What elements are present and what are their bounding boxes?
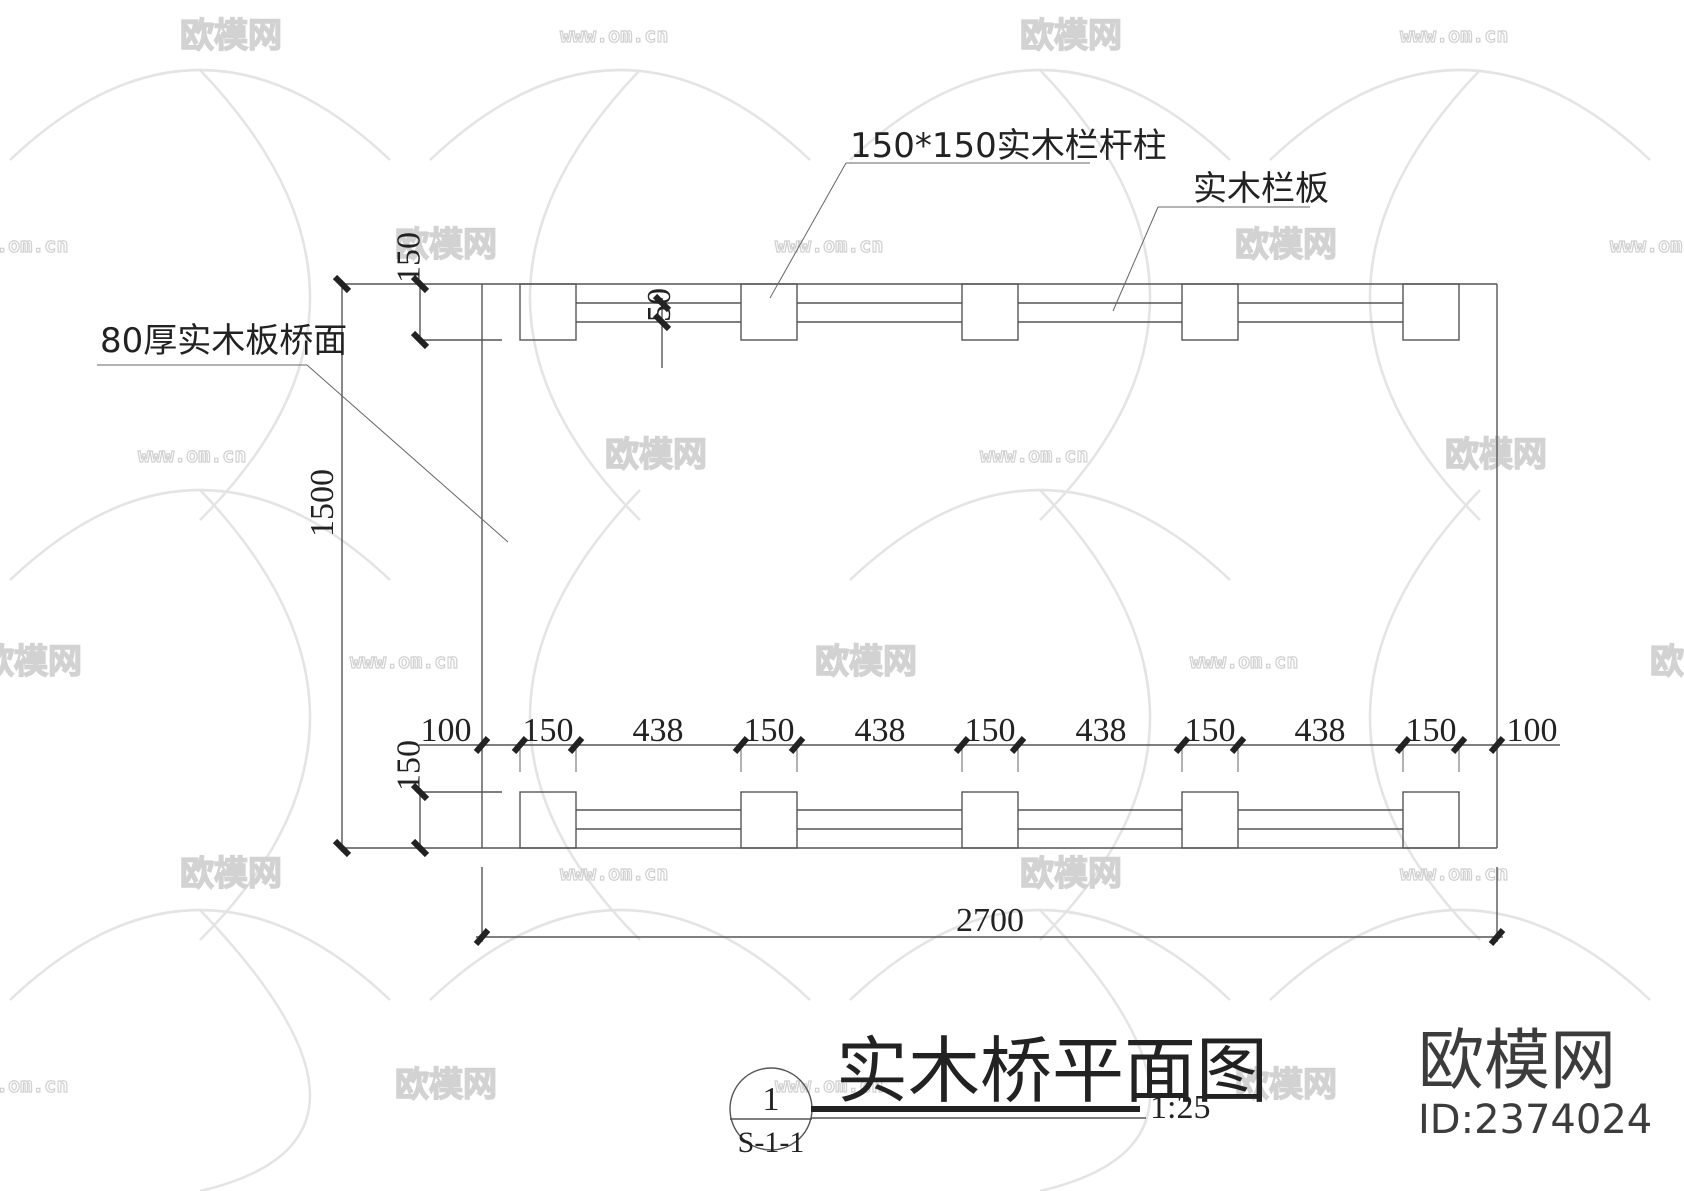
watermark-arcs xyxy=(9,68,1651,1191)
watermark-url: www.om.cn xyxy=(1190,649,1298,673)
dimension-segment: 438 xyxy=(1076,712,1127,749)
watermark-url: www.om.cn xyxy=(1400,23,1508,47)
watermark-url: www.om.cn xyxy=(138,443,246,467)
dimension-segment: 150 xyxy=(1406,712,1457,749)
railing-post xyxy=(1402,791,1460,849)
left-dimensions xyxy=(332,274,502,858)
watermark-brand: 欧模网 xyxy=(180,16,282,56)
watermark-url: www.om.cn xyxy=(1400,861,1508,885)
watermark-url: www.om.cn xyxy=(560,23,668,47)
dimension-segment: 100 xyxy=(1507,712,1558,749)
railing-post xyxy=(1181,791,1239,849)
drawing-title-block xyxy=(729,1067,1146,1151)
bridge-deck xyxy=(481,283,1498,849)
rail-thickness-dimension xyxy=(652,293,672,368)
railing-post xyxy=(519,791,577,849)
drawing-scale: 1:25 xyxy=(1150,1089,1210,1126)
dimension-rail-thickness: 50 xyxy=(641,288,678,322)
railing-post xyxy=(1402,283,1460,341)
dimension-segment: 150 xyxy=(744,712,795,749)
post-label: 150*150实木栏杆柱 xyxy=(850,126,1167,166)
segment-dimension-labels: 100 150 438 150 438 150 438 150 438 150 … xyxy=(421,712,1558,749)
watermark-url: www.om.cn xyxy=(0,233,68,257)
dimension-overall-width: 1500 xyxy=(304,469,341,537)
railing-post xyxy=(961,283,1019,341)
watermark-url: www.om.cn xyxy=(0,1073,68,1097)
watermark-brand: 欧模网 xyxy=(1235,225,1337,265)
railing-post xyxy=(961,791,1019,849)
title-underline-thick xyxy=(811,1106,1140,1112)
watermark-brand: 欧模网 xyxy=(1445,435,1547,475)
watermark-brand: 欧模网 xyxy=(815,642,917,682)
watermark-url: www.om.cn xyxy=(1610,233,1684,257)
watermark-brand: 欧模网 xyxy=(605,435,707,475)
watermark-brand: 欧模网 xyxy=(0,642,82,682)
watermark-url: www.om.cn xyxy=(775,1073,883,1097)
dimension-segment: 150 xyxy=(523,712,574,749)
railing-post xyxy=(740,791,798,849)
post-callout xyxy=(769,162,1090,299)
railing-post xyxy=(1181,283,1239,341)
watermark-brand: 欧模网 xyxy=(1650,642,1684,682)
dimension-segment: 438 xyxy=(855,712,906,749)
watermark-url: www.om.cn xyxy=(350,649,458,673)
dimension-segment: 438 xyxy=(1295,712,1346,749)
dimension-overall-length: 2700 xyxy=(956,902,1024,939)
dimension-post-depth-bottom: 150 xyxy=(391,740,428,791)
deck-label: 80厚实木板桥面 xyxy=(100,321,347,361)
dimension-segment: 150 xyxy=(1185,712,1236,749)
watermark-brand: 欧模网 xyxy=(180,854,282,894)
dimension-segment: 438 xyxy=(633,712,684,749)
deck-callout xyxy=(97,364,509,543)
watermark-brand: 欧模网 xyxy=(395,225,497,265)
overall-length-dimension xyxy=(473,867,1506,946)
rail-board-label: 实木栏板 xyxy=(1193,169,1329,209)
dimension-post-depth-top: 150 xyxy=(391,232,428,283)
railing-post xyxy=(519,283,577,341)
watermark-url: www.om.cn xyxy=(775,233,883,257)
brand-id: ID:2374024 xyxy=(1418,1097,1652,1143)
watermark-brand: 欧模网 xyxy=(1235,1065,1337,1105)
watermark-brand: 欧模网 xyxy=(1020,854,1122,894)
bottom-railing xyxy=(519,791,1460,849)
drawing-title: 实木桥平面图 xyxy=(836,1029,1268,1113)
watermark-brand: 欧模网 xyxy=(395,1065,497,1105)
dimension-segment: 100 xyxy=(421,712,472,749)
dimension-segment: 150 xyxy=(965,712,1016,749)
railing-post xyxy=(740,283,798,341)
detail-marker-sheet: S-1-1 xyxy=(738,1126,805,1159)
detail-marker-number: 1 xyxy=(763,1081,780,1118)
brand-logo-text: 欧模网 xyxy=(1418,1022,1616,1099)
watermark-texts: 欧模网 www.om.cn 欧模网 www.om.cn www.om.cn 欧模… xyxy=(0,15,1684,1105)
segment-dimension-line xyxy=(419,736,1560,772)
watermark-brand: 欧模网 xyxy=(1020,16,1122,56)
watermark-url: www.om.cn xyxy=(560,861,668,885)
watermark-url: www.om.cn xyxy=(980,443,1088,467)
rail-board-callout xyxy=(1112,206,1310,312)
